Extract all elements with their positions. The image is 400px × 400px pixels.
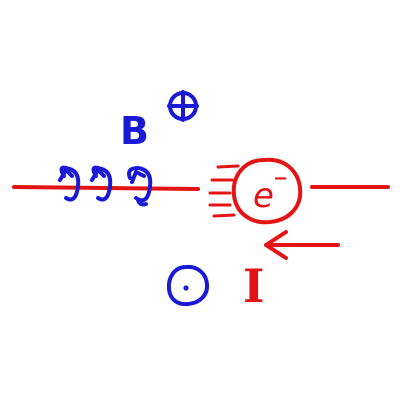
field-loop-icon	[90, 165, 113, 202]
electron-label: e	[253, 176, 274, 216]
cross-circle-icon	[167, 90, 199, 122]
field-loop-icon	[58, 165, 81, 202]
field-loops	[58, 165, 153, 207]
current-label: I	[243, 259, 265, 313]
field-loop-tail	[136, 198, 148, 207]
field-loop-icon	[127, 166, 153, 203]
arrow-left-icon	[264, 230, 340, 260]
motion-line	[212, 213, 236, 218]
wire-left-segment	[12, 185, 200, 191]
dot-circle-outline	[166, 264, 210, 307]
motion-line	[216, 164, 240, 169]
electron-circle	[231, 157, 303, 225]
electron-motion-lines	[208, 164, 240, 218]
dot-circle-icon	[166, 264, 210, 307]
electron-charge-label: −	[273, 168, 288, 189]
arrow-head	[264, 230, 288, 260]
magnetic-field-label: B	[120, 109, 149, 153]
dot-center	[183, 285, 189, 291]
